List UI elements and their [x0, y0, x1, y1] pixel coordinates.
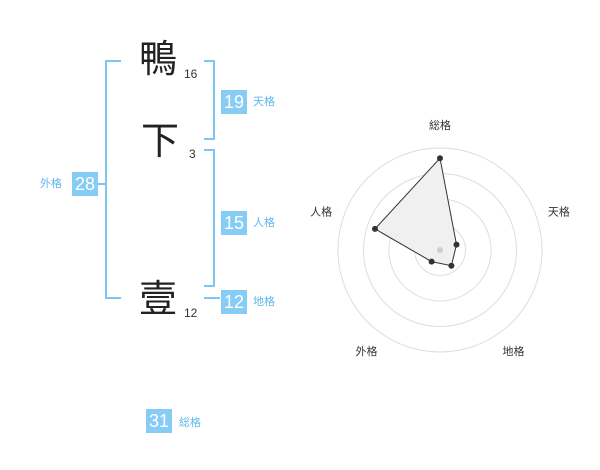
- radar-axis-label-3: 外格: [356, 344, 378, 358]
- radar-point-3: [428, 258, 435, 265]
- radar-point-2: [448, 262, 455, 269]
- radar-axis-label-2: 地格: [503, 344, 525, 358]
- radar-point-0: [437, 155, 443, 162]
- radar-point-4: [372, 225, 378, 232]
- radar-center-dot: [437, 247, 443, 253]
- tenkaku-label: 天格: [253, 95, 275, 108]
- radar-point-1: [453, 241, 460, 248]
- radar-area: [374, 157, 458, 267]
- soukaku-label: 総格: [179, 416, 201, 429]
- radar-ring-4: [337, 147, 543, 353]
- name-char-1: 鴨: [139, 37, 178, 81]
- chikaku-label: 地格: [253, 295, 275, 308]
- stroke-count-1: 16: [184, 67, 198, 81]
- name-char-3: 壹: [139, 277, 178, 321]
- jinkaku-value: 15: [221, 211, 247, 235]
- radar-axis-label-1: 天格: [548, 204, 570, 218]
- tenkaku-value: 19: [221, 90, 247, 114]
- radar-axis-label-4: 人格: [310, 204, 332, 218]
- gaikaku-value: 28: [72, 172, 98, 196]
- soukaku-value: 31: [146, 409, 172, 433]
- chikaku-value: 12: [221, 290, 247, 314]
- stroke-count-3: 12: [184, 306, 198, 320]
- gaikaku-label: 外格: [40, 177, 62, 190]
- jinkaku-label: 人格: [253, 216, 275, 229]
- stroke-count-2: 3: [189, 147, 196, 161]
- radar-axis-label-0: 総格: [429, 118, 451, 132]
- name-char-2: 下: [141, 119, 180, 163]
